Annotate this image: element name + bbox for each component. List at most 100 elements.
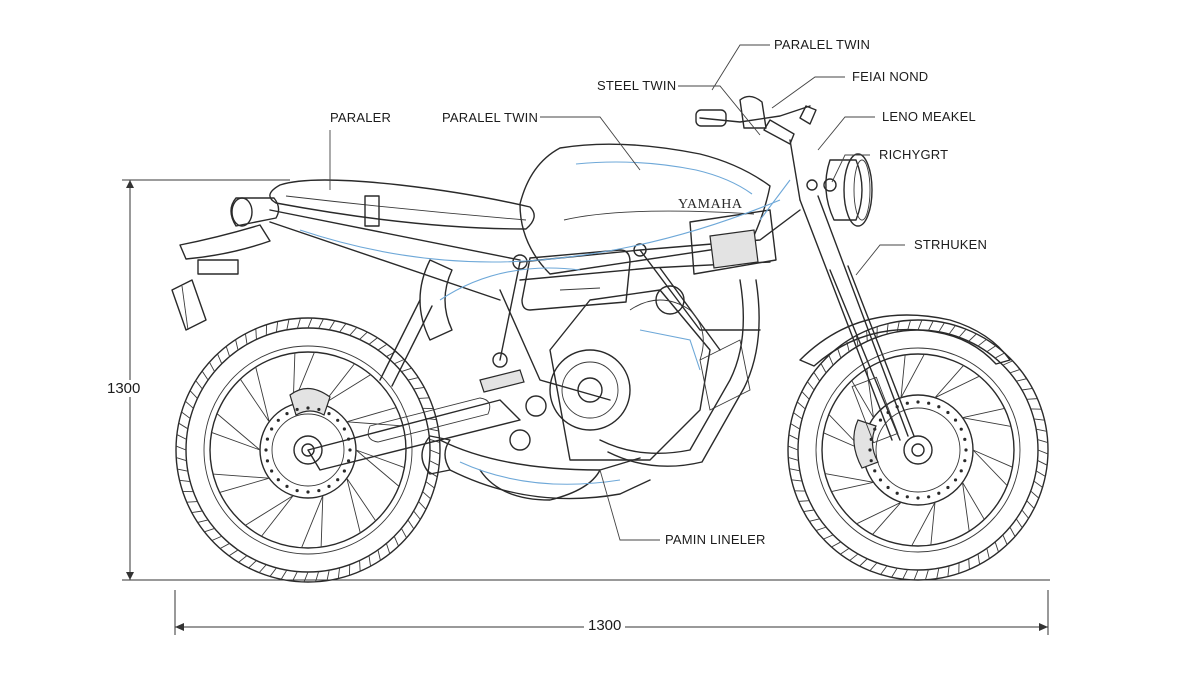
tire-tread-mark — [1037, 460, 1048, 466]
brake-disc-hole — [963, 437, 967, 441]
mirror — [799, 105, 817, 125]
tire-tread-mark — [809, 518, 820, 522]
brake-disc-hole — [276, 418, 280, 422]
tire-tread-mark — [1037, 449, 1049, 455]
brake-disc-hole — [895, 405, 899, 409]
tire-tread-mark — [902, 569, 908, 580]
wheel-spoke — [346, 407, 404, 427]
label-paralel-twin-top: PARALEL TWIN — [772, 37, 873, 52]
tire-tread-mark — [986, 345, 996, 353]
brake-disc-hole — [873, 469, 877, 473]
brake-disc-hole — [327, 484, 331, 488]
tire-tread-mark — [425, 481, 435, 489]
tire-tread-mark — [422, 491, 431, 500]
brake-disc-hole — [306, 490, 310, 494]
tire-tread-mark — [248, 560, 257, 569]
brake-disc-hole — [927, 495, 931, 499]
label-paraler: PARALER — [328, 110, 394, 125]
engine — [509, 285, 751, 461]
tire-tread-mark — [1021, 509, 1029, 519]
label-richygrt: RICHYGRT — [877, 147, 951, 162]
tire-tread-mark — [1016, 378, 1027, 382]
tire-tread-mark — [189, 390, 198, 399]
tire-tread-mark — [401, 367, 412, 373]
wheel-spoke — [239, 366, 270, 423]
tire-tread-mark — [938, 322, 945, 333]
wheel-spoke — [355, 449, 405, 487]
tire-tread-mark — [368, 555, 371, 567]
tire-tread-mark — [175, 445, 187, 451]
tire-tread-mark — [815, 526, 827, 531]
wheel-spoke — [211, 413, 261, 451]
brake-disc-hole — [346, 437, 351, 441]
brake-disc-hole — [937, 491, 941, 495]
tire-tread-mark — [891, 567, 898, 578]
tire-tread-mark — [418, 397, 430, 399]
tire-tread-mark — [886, 323, 889, 335]
brake-disc-hole — [270, 469, 274, 473]
tire-tread-mark — [859, 558, 868, 567]
wheel-spoke — [972, 449, 1013, 486]
tire-tread-mark — [219, 543, 230, 549]
tire-tread-mark — [359, 560, 361, 572]
brake-disc-hole — [336, 418, 340, 422]
tire-tread-mark — [197, 519, 209, 523]
brake-disc-hole — [946, 410, 950, 415]
brake-disc-hole — [873, 427, 877, 431]
muffler — [479, 469, 601, 501]
label-leno-meakel: LENO MEAKEL — [880, 109, 978, 124]
wheel-spoke — [212, 473, 270, 493]
rear-brake-caliper — [289, 387, 331, 416]
tire-tread-mark — [977, 553, 981, 565]
tire-tread-mark — [258, 564, 267, 573]
tire-tread-mark — [787, 445, 799, 451]
brake-disc-hole — [869, 437, 873, 441]
tire-tread-mark — [1036, 428, 1047, 432]
brake-disc-hole — [886, 410, 890, 415]
tire-tread-mark — [185, 400, 194, 409]
brake-disc-hole — [317, 488, 321, 493]
tire-tread-mark — [275, 321, 279, 333]
tire-tread-mark — [413, 510, 421, 520]
brake-disc-hole — [905, 401, 909, 405]
brake-disc-hole — [895, 491, 899, 495]
tire-tread-mark — [359, 331, 368, 340]
brake-disc-hole — [285, 484, 289, 488]
tire-tread-mark — [1033, 418, 1045, 421]
label-feiai-nond: FEIAI NOND — [850, 69, 931, 84]
tire-tread-mark — [1002, 360, 1013, 366]
tire-tread-mark — [238, 555, 248, 563]
rear-shock — [419, 259, 453, 341]
brand-mark: YAMAHA — [678, 197, 743, 212]
tire-tread-mark — [791, 479, 803, 482]
tire-tread-mark — [793, 412, 803, 420]
brake-disc-hole — [959, 427, 963, 431]
tire-tread-mark — [968, 558, 970, 570]
tire-tread-mark — [195, 380, 203, 390]
tire-tread-mark — [176, 457, 187, 462]
tire-tread-mark — [1009, 526, 1016, 537]
tire-tread-mark — [869, 562, 878, 572]
tire-tread-mark — [925, 569, 929, 580]
brake-disc-hole — [342, 427, 346, 431]
wheel-spoke — [856, 501, 902, 535]
brake-disc-hole — [916, 496, 920, 500]
tire-tread-mark — [204, 527, 215, 533]
tire-tread-mark — [176, 434, 187, 440]
tire-tread-mark — [211, 535, 222, 541]
tire-tread-mark — [1026, 398, 1038, 400]
wheel-spoke — [824, 473, 874, 493]
wheel-spoke — [962, 407, 1012, 427]
tire-tread-mark — [394, 359, 405, 365]
label-paralel-twin-tank: PARALEL TWIN — [440, 110, 541, 125]
brake-disc-hole — [327, 412, 331, 416]
tire-tread-mark — [1002, 534, 1008, 545]
tire-tread-mark — [418, 501, 427, 510]
brake-disc-hole — [336, 478, 340, 482]
tire-tread-mark — [186, 501, 198, 503]
tire-tread-mark — [807, 381, 815, 391]
tire-tread-mark — [377, 549, 381, 561]
tire-tread-mark — [849, 553, 859, 561]
